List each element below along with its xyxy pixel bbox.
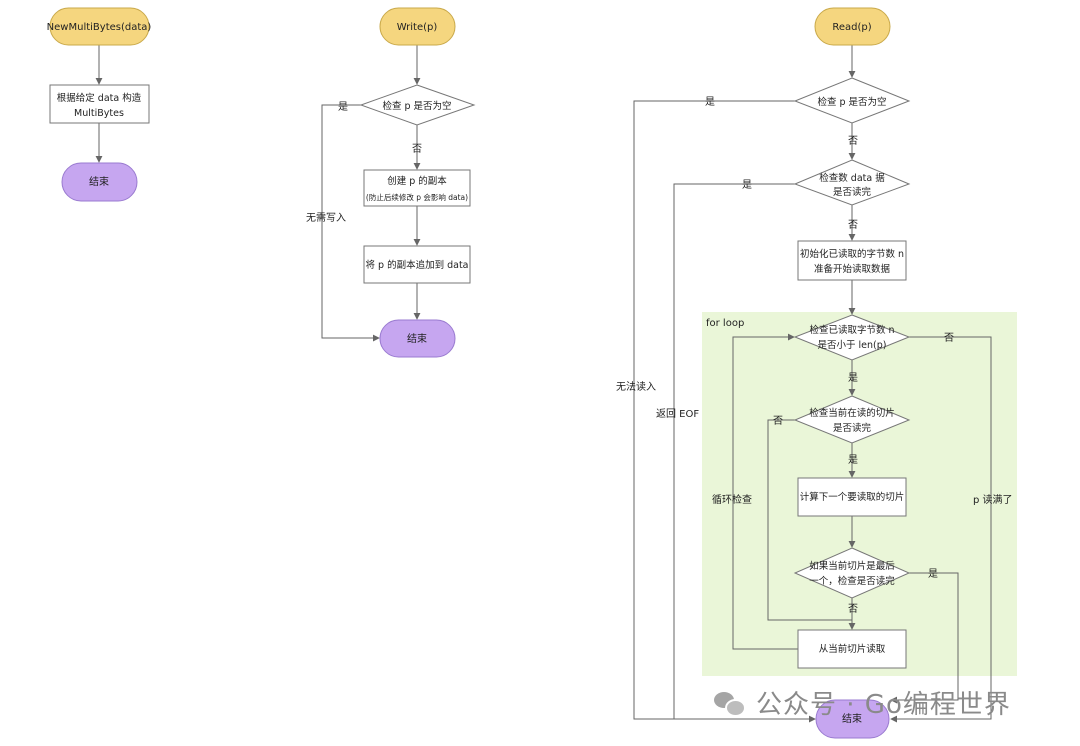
copy-p-step-line2: (防止后续修改 p 会影响 data) [366,192,468,202]
start-node-read-label: Read(p) [832,22,871,33]
p-full-label: p 读满了 [973,493,1013,506]
read-no-2: 否 [848,219,858,231]
check-data-read-decision [793,159,911,206]
end-node-flow1 [61,162,138,202]
read-yes-1: 是 [705,96,715,108]
check-p-empty-decision [359,84,476,126]
start-node-read [814,7,891,46]
end-node-read-label: 结束 [842,712,862,725]
flow-write-edges [321,45,421,342]
start-node-newmultibytes [49,7,150,46]
compute-next-slice-label: 计算下一个要读取的切片 [800,491,905,503]
start-node-newmultibytes-label: NewMultiBytes(data) [47,22,152,33]
init-n-step-line1: 初始化已读取的字节数 n [800,248,904,260]
check-data-read-line2: 是否读完 [833,186,872,198]
read-no-3: 否 [944,332,954,344]
watermark: 公众号 · Go编程世界 [714,684,1011,721]
watermark-text: 公众号 · Go编程世界 [756,690,1011,720]
init-n-step [797,240,907,281]
read-yes-2: 是 [742,179,752,191]
read-yes-3: 是 [848,372,858,384]
start-node-write [379,7,456,46]
copy-p-step-line1: 创建 p 的副本 [387,175,447,187]
construct-step [49,84,150,124]
check-last-slice-line2: 一个，检查是否读完 [809,575,895,587]
check-slice-done-line2: 是否读完 [833,422,872,434]
end-node-read [815,699,890,739]
flow-read-edges [633,45,992,723]
read-yes-5: 是 [928,568,938,580]
check-last-slice-decision [793,547,911,599]
check-slice-done-decision [793,395,911,444]
check-last-slice-line1: 如果当前切片是最后 [809,560,895,572]
append-step-label: 将 p 的副本追加到 data [366,259,469,271]
start-node-write-label: Write(p) [397,22,438,33]
check-slice-done-line1: 检查当前在读的切片 [809,407,895,419]
check-n-len-line2: 是否小于 len(p) [818,340,887,351]
init-n-step-line2: 准备开始读取数据 [814,263,891,275]
copy-p-step [363,169,471,207]
write-no-label: 否 [412,143,422,155]
read-from-slice-label: 从当前切片读取 [819,643,886,655]
end-node-write [379,319,456,358]
no-write-label: 无需写入 [306,212,346,224]
append-step [363,245,471,284]
check-p-empty-label: 检查 p 是否为空 [382,100,451,112]
wechat-logo-icon [714,690,746,717]
read-no-1: 否 [848,135,858,147]
read-check-p-empty-decision [793,77,911,124]
check-n-len-line1: 检查已读取字节数 n [809,324,894,336]
write-yes-label: 是 [338,101,348,113]
read-no-4: 否 [773,415,783,427]
loop-check-label: 循环检查 [712,493,752,506]
read-from-slice-step [797,629,907,669]
read-check-p-empty-label: 检查 p 是否为空 [817,96,886,108]
construct-step-line2: MultiBytes [74,108,124,119]
for-loop-label: for loop [706,318,744,329]
read-yes-4: 是 [848,454,858,466]
read-no-5: 否 [848,603,858,615]
check-data-read-line1: 检查数 data 据 [819,172,885,184]
construct-step-line1: 根据给定 data 构造 [57,92,142,104]
end-node-write-label: 结束 [407,332,427,345]
end-node-flow1-label: 结束 [89,175,109,188]
compute-next-slice-step [797,477,907,517]
return-eof-label: 返回 EOF [656,408,699,420]
check-n-len-decision [793,314,911,361]
cannot-read-label: 无法读入 [616,380,656,393]
